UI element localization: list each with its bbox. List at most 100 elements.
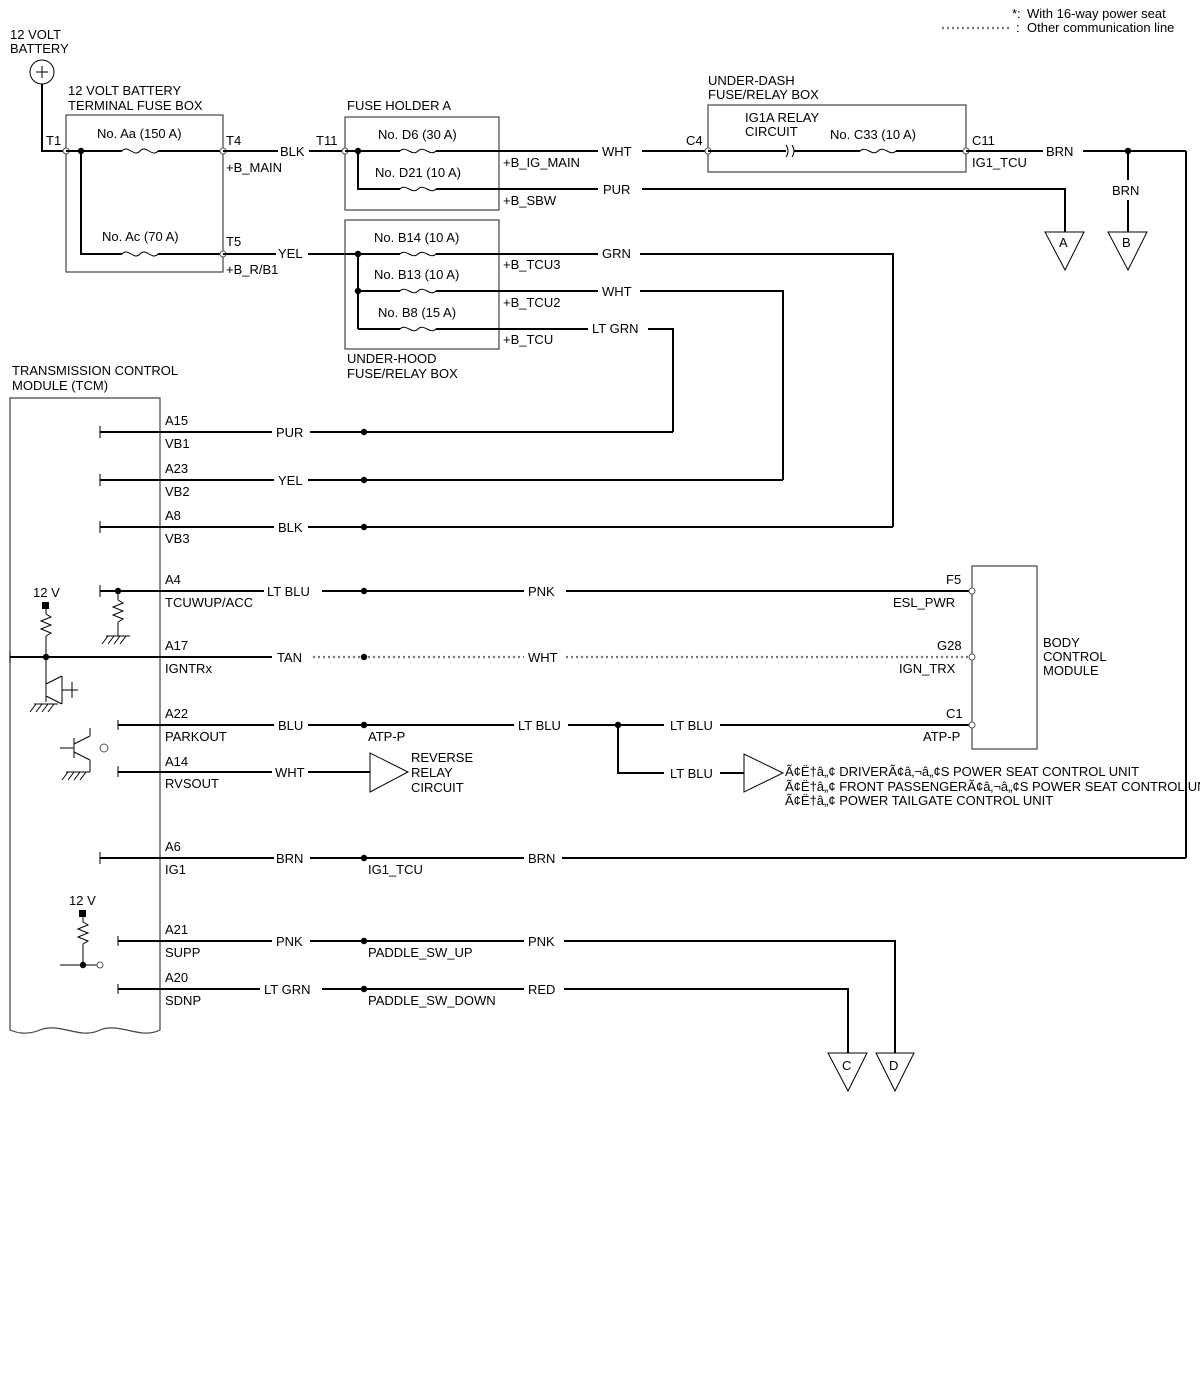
pin-a8-wire: BLK (278, 520, 303, 535)
ground-icon (101, 635, 130, 645)
terminal-t5: T5 (226, 234, 241, 249)
wire-wht-mid: WHT (602, 284, 632, 299)
b-tcu2-label: +B_TCU2 (503, 295, 560, 310)
tcm-title1: TRANSMISSION CONTROL (12, 363, 178, 378)
under-hood-title1: UNDER-HOOD (347, 351, 437, 366)
reverse-relay-line2: RELAY (411, 765, 453, 780)
fuse-d6-icon (399, 148, 437, 154)
battery: 12 VOLT BATTERY T1 (10, 27, 69, 152)
legend: *: With 16-way power seat : Other commun… (942, 6, 1174, 35)
wire-grn: GRN (602, 246, 631, 261)
fuse-b8-label: No. B8 (15 A) (378, 305, 456, 320)
under-dash-title1: UNDER-DASH (708, 73, 795, 88)
pin-a22-wire2: LT BLU (518, 718, 561, 733)
pin-a17: A17 IGNTRx TAN WHT (9, 638, 972, 713)
pin-a22-a14-driver (60, 720, 274, 781)
wire-brn-top: BRN (1046, 144, 1073, 159)
reverse-relay-line3: CIRCUIT (411, 780, 464, 795)
wire-wht-top: WHT (602, 144, 632, 159)
wire-blk-top: BLK (280, 144, 305, 159)
pin-a15: A15 VB1 PUR (99, 413, 673, 451)
pin-a14-number: A14 (165, 754, 188, 769)
fuse-b14-icon (399, 251, 437, 257)
terminal-c4: C4 (686, 133, 703, 148)
b-sbw-label: +B_SBW (503, 193, 557, 208)
pin-a6: A6 IG1 BRN IG1_TCU BRN (99, 839, 1186, 877)
reverse-relay-line1: REVERSE (411, 750, 473, 765)
wire-pur-top: PUR (603, 182, 630, 197)
pin-a15-wire: PUR (276, 425, 303, 440)
terminal-fuse-box-title2: TERMINAL FUSE BOX (68, 98, 203, 113)
pin-a6-wire: BRN (276, 851, 303, 866)
bcm-esl-pwr: ESL_PWR (893, 595, 955, 610)
pin-a15-number: A15 (165, 413, 188, 428)
bcm-atp-p: ATP-P (923, 729, 960, 744)
battery-label-line2: BATTERY (10, 41, 69, 56)
legend-star-mark: *: (1012, 6, 1021, 21)
pin-a4-wire2: PNK (528, 584, 555, 599)
pin-a20-name: SDNP (165, 993, 201, 1008)
terminal-fuse-box-title1: 12 VOLT BATTERY (68, 83, 182, 98)
pin-a17-wire2: WHT (528, 650, 558, 665)
pin-a21-wire: PNK (276, 934, 303, 949)
ig1a-relay-label-line1: IG1A RELAY (745, 110, 820, 125)
bcm-ign-trx: IGN_TRX (899, 661, 956, 676)
connector-b-label: B (1122, 235, 1131, 250)
pin-a6-number: A6 (165, 839, 181, 854)
pin-a17-name: IGNTRx (165, 661, 212, 676)
relay-contact-icon (785, 144, 795, 158)
body-control-module: F5 ESL_PWR G28 IGN_TRX C1 ATP-P BODY CON… (893, 565, 1107, 750)
pin-a15-name: VB1 (165, 436, 190, 451)
fuse-c33-label: No. C33 (10 A) (830, 127, 916, 142)
fuse-ac-icon (121, 251, 159, 257)
connector-c-label: C (842, 1058, 851, 1073)
b-tcu-label: +B_TCU (503, 332, 553, 347)
branch-target-1: Ã¢Ë†â„¢ DRIVERÃ¢â‚¬â„¢S POWER SEAT CONTR… (785, 764, 1139, 779)
ig1-tcu-top-label: IG1_TCU (972, 155, 1027, 170)
pin-a21: A21 SUPP PNK PADDLE_SW_UP PNK (165, 922, 896, 1053)
under-hood-title2: FUSE/RELAY BOX (347, 366, 458, 381)
connector-d-icon (875, 1052, 915, 1093)
pin-a4-number: A4 (165, 572, 181, 587)
pin-a14: A14 RVSOUT WHT REVERSE RELAY CIRCUIT (165, 750, 473, 795)
ground-icon-3 (61, 771, 90, 781)
reverse-relay-arrow-icon (369, 752, 410, 793)
terminal-fuse-box: 12 VOLT BATTERY TERMINAL FUSE BOX No. Aa… (62, 83, 282, 277)
pin-a8-number: A8 (165, 508, 181, 523)
fuse-c33-icon (859, 148, 897, 154)
battery-label-line1: 12 VOLT (10, 27, 61, 42)
pin-a23: A23 VB2 YEL (99, 461, 783, 499)
branch-wire-upper: LT BLU (670, 718, 713, 733)
wire-brn-down: BRN (1112, 183, 1139, 198)
ground-icon-2 (29, 703, 58, 713)
pin-a22-signal: ATP-P (368, 729, 405, 744)
b-rb1-label: +B_R/B1 (226, 262, 278, 277)
under-hood-fuse-relay-box: No. B14 (10 A) +B_TCU3 No. B13 (10 A) +B… (344, 219, 598, 381)
fuse-b8-icon (399, 326, 437, 332)
tcm-12v-bottom-label: 12 V (69, 893, 96, 908)
terminal-t11: T11 (316, 133, 337, 148)
pin-a4-name: TCUWUP/ACC (165, 595, 253, 610)
paddle-resistor-icon (76, 921, 90, 945)
fuse-d21-icon (399, 186, 437, 192)
terminal-c11: C11 (972, 133, 995, 148)
pin-a4: 12 V A4 TCUWUP/ACC LT BLU PNK (33, 572, 972, 656)
transistor-icon (45, 675, 78, 705)
pin-a21-wire2: PNK (528, 934, 555, 949)
pulldown-resistor-icon (111, 599, 125, 623)
connector-d-label: D (889, 1058, 898, 1073)
pin-a8: A8 VB3 BLK (99, 508, 893, 546)
pin-a21-name: SUPP (165, 945, 200, 960)
tcm-title2: MODULE (TCM) (12, 378, 108, 393)
pin-a6-signal: IG1_TCU (368, 862, 423, 877)
bcm-title2: CONTROL (1043, 649, 1107, 664)
branch-target-2: Ã¢Ë†â„¢ FRONT PASSENGERÃ¢â‚¬â„¢S POWER S… (785, 779, 1200, 794)
output-transistor-icon (60, 728, 91, 772)
fuse-holder-a: FUSE HOLDER A No. D6 (30 A) +B_IG_MAIN N… (341, 98, 598, 211)
pin-a17-wire: TAN (277, 650, 302, 665)
legend-dotted-text: Other communication line (1027, 20, 1174, 35)
pin-a20-wire2: RED (528, 982, 555, 997)
pin-a22-name: PARKOUT (165, 729, 227, 744)
bcm-title3: MODULE (1043, 663, 1099, 678)
